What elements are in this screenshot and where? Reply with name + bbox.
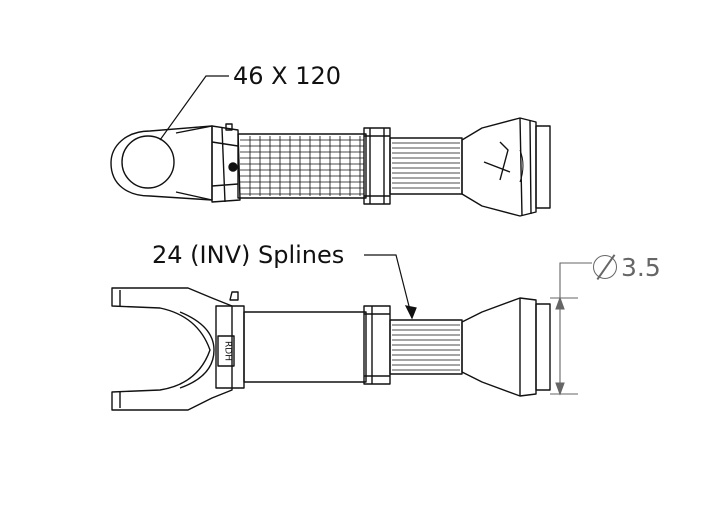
top-cone-end — [461, 117, 537, 217]
top-view-shaft — [110, 117, 551, 217]
top-slip-collar — [363, 127, 391, 205]
top-body-tube — [237, 133, 367, 199]
dim-leader — [559, 262, 592, 298]
bottom-spline-shaft — [389, 319, 463, 375]
bottom-slip-collar — [363, 305, 391, 385]
bottom-splines — [392, 324, 460, 371]
eye-end-outline — [110, 125, 213, 201]
splines-callout-leader — [364, 254, 413, 319]
diameter-callout: 3.5 — [593, 255, 661, 280]
top-spline-shaft — [389, 137, 463, 195]
tube-mesh — [240, 136, 364, 196]
eye-neck — [175, 125, 213, 201]
diameter-value: 3.5 — [621, 253, 661, 282]
bottom-view-shaft: RDH — [111, 287, 551, 411]
diameter-dimension — [550, 262, 592, 396]
u-yoke — [111, 287, 233, 411]
grease-fitting-bottom — [229, 291, 239, 301]
diameter-symbol-icon — [593, 255, 617, 279]
splines-callout: 24 (INV) Splines — [152, 241, 345, 269]
rdh-stamp: RDH — [223, 341, 233, 361]
bottom-cone-end — [461, 297, 537, 397]
yoke-cap — [211, 125, 241, 203]
eye-callout-leader — [159, 75, 229, 141]
eye-size-callout: 46 X 120 — [233, 62, 342, 90]
top-end-cap — [535, 125, 551, 209]
bottom-end-cap — [535, 303, 551, 391]
bottom-body-tube — [243, 311, 367, 383]
eye-bore — [121, 135, 175, 189]
top-splines — [392, 142, 460, 189]
grease-fitting-top — [228, 162, 238, 172]
